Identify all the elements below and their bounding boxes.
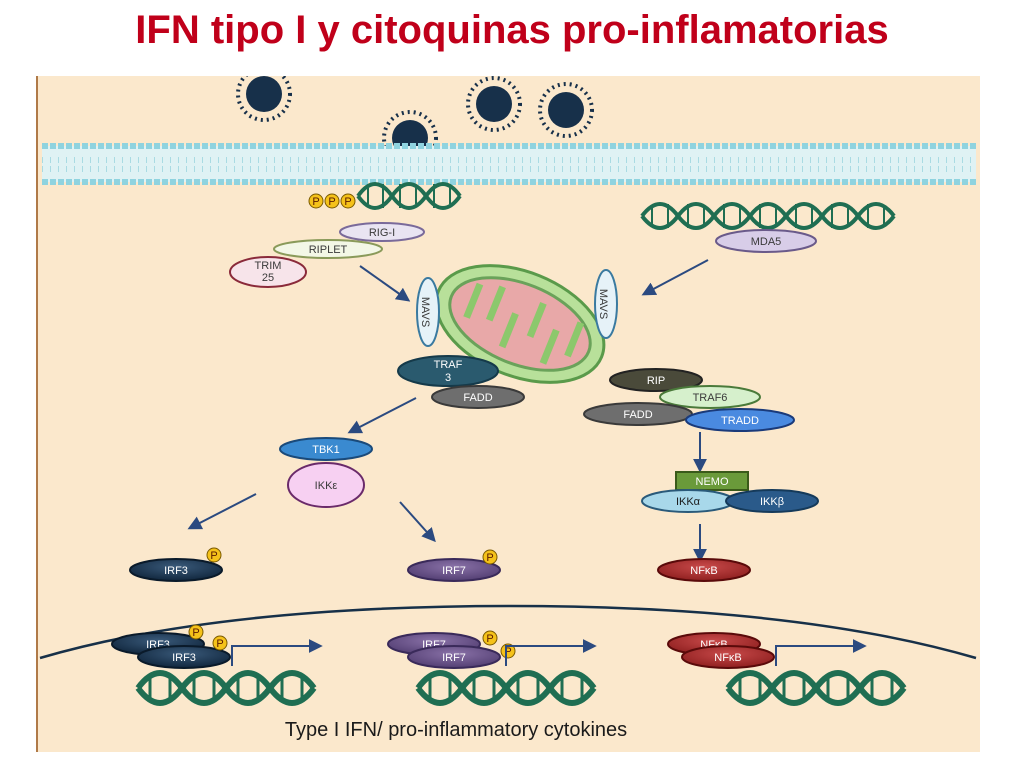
irf3-dimer: IRF3 IRF3 P P (111, 624, 231, 669)
svg-text:MAVS: MAVS (419, 297, 431, 327)
traf3-node: TRAF 3 (397, 355, 499, 387)
svg-text:TRADD: TRADD (721, 415, 759, 427)
svg-text:P: P (486, 633, 493, 645)
svg-text:RIPLET: RIPLET (309, 244, 348, 256)
svg-text:TRAF6: TRAF6 (693, 392, 728, 404)
mavs-node: MAVS (594, 269, 618, 339)
diagram-panel: P P P RIG-I RIPLET TRIM 25 MDA5 (36, 76, 980, 752)
mavs-node: MAVS (416, 277, 440, 347)
svg-text:P: P (312, 196, 319, 208)
svg-text:P: P (192, 627, 199, 639)
mitochondrion-icon (434, 264, 606, 384)
trim25-node: TRIM 25 (229, 256, 307, 288)
rip-node: RIP (609, 368, 703, 392)
svg-text:P: P (504, 646, 511, 658)
virus-icon (538, 82, 594, 138)
svg-text:RIG-I: RIG-I (369, 227, 395, 239)
arrow (399, 501, 436, 543)
svg-text:P: P (344, 196, 351, 208)
svg-text:IKKε: IKKε (315, 480, 338, 492)
nuclear-envelope (39, 604, 977, 660)
arrow (347, 397, 417, 434)
fadd-node: FADD (431, 385, 525, 409)
ikke-node: IKKε (287, 462, 365, 508)
arrow (641, 259, 709, 296)
transcription-arrow (775, 639, 867, 666)
svg-text:FADD: FADD (463, 392, 492, 404)
signaling-diagram: P P P RIG-I RIPLET TRIM 25 MDA5 (39, 76, 977, 741)
svg-text:25: 25 (262, 272, 274, 284)
svg-text:MDA5: MDA5 (751, 236, 782, 248)
svg-text:IRF3: IRF3 (172, 652, 196, 664)
nemo-node: NEMO (675, 471, 749, 491)
dna-helix-icon (135, 670, 317, 706)
dna-helix-icon (415, 670, 597, 706)
dna-helix-icon (640, 202, 896, 230)
irf7-node: IRF7 P (407, 549, 501, 582)
transcription-arrow (231, 639, 323, 666)
arrow (187, 493, 257, 530)
traf6-node: TRAF6 (659, 385, 761, 409)
transcription-arrow (505, 639, 597, 666)
tradd-node: TRADD (685, 408, 795, 432)
svg-text:IKKα: IKKα (676, 496, 701, 508)
triphosphate-ppp: P P P (308, 193, 356, 209)
svg-text:P: P (486, 552, 493, 564)
svg-text:P: P (216, 638, 223, 650)
svg-text:TBK1: TBK1 (312, 444, 340, 456)
svg-text:IKKβ: IKKβ (760, 496, 784, 508)
svg-text:NFκB: NFκB (714, 652, 742, 664)
ikka-node: IKKα (641, 489, 735, 513)
svg-text:IRF7: IRF7 (442, 652, 466, 664)
svg-text:RIP: RIP (647, 375, 665, 387)
dna-helix-icon (725, 670, 907, 706)
rig-i-node: RIG-I (339, 222, 425, 242)
tbk1-node: TBK1 (279, 437, 373, 461)
svg-text:TRIM: TRIM (255, 260, 282, 272)
dna-helix-icon (356, 182, 462, 210)
slide-title: IFN tipo I y citoquinas pro-inflamatoria… (135, 8, 889, 52)
svg-text:MAVS: MAVS (597, 289, 609, 319)
svg-text:IRF7: IRF7 (442, 565, 466, 577)
cell-membrane (42, 143, 976, 185)
irf3-node: IRF3 P (129, 547, 223, 582)
irf7-dimer: IRF7 IRF7 P P (387, 630, 516, 669)
svg-text:NEMO: NEMO (696, 476, 729, 488)
virus-icon (236, 76, 292, 122)
virus-icon (466, 76, 522, 132)
diagram-caption: Type I IFN/ pro-inflammatory cytokines (285, 719, 627, 741)
svg-text:3: 3 (445, 372, 451, 384)
riplet-node: RIPLET (273, 239, 383, 259)
fadd-node: FADD (583, 402, 693, 426)
svg-text:TRAF: TRAF (434, 359, 463, 371)
svg-text:P: P (210, 550, 217, 562)
nfkb-dimer: NFκB NFκB (667, 632, 775, 669)
mda5-node: MDA5 (715, 229, 817, 253)
ikkb-node: IKKβ (725, 489, 819, 513)
svg-text:FADD: FADD (623, 409, 652, 421)
arrow (359, 265, 411, 302)
svg-text:NFκB: NFκB (690, 565, 718, 577)
nfkb-node: NFκB (657, 558, 751, 582)
svg-text:IRF3: IRF3 (164, 565, 188, 577)
svg-text:P: P (328, 196, 335, 208)
